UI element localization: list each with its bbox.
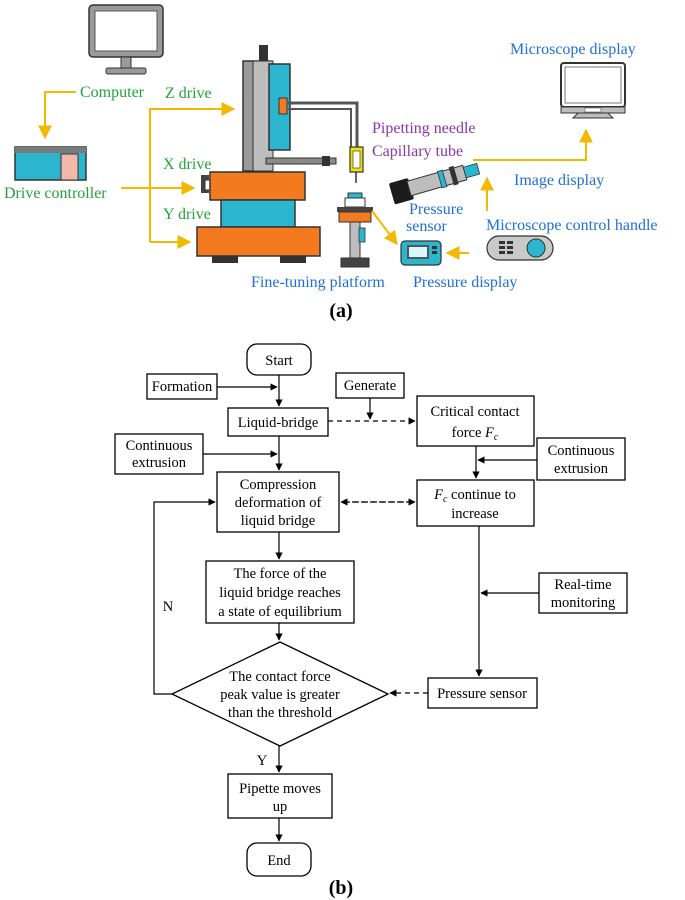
text-pressure-sensor: Pressure sensor [437, 686, 527, 702]
text-n-label: N [163, 599, 174, 615]
text-critical-line2: force Fc [452, 425, 499, 443]
text-fc-line1: Fc continue to [433, 487, 516, 505]
label-pressure-sensor-2: sensor [406, 218, 448, 235]
label-computer: Computer [80, 84, 145, 101]
label-y-drive: Y drive [163, 206, 211, 223]
connection-arrows [38, 91, 593, 260]
node-equilibrium [205, 560, 355, 624]
microscope-display-icon [560, 62, 626, 119]
text-critical-line1: Critical contact [431, 404, 520, 420]
text-decision-3: than the threshold [228, 705, 333, 721]
drive-controller-icon [14, 146, 87, 181]
text-equilibrium-1: The force of the [234, 566, 327, 582]
text-pipette-2: up [273, 799, 288, 815]
text-decision-1: The contact force [229, 669, 330, 685]
node-continuous-right [536, 437, 626, 481]
arrow-computer-to-controller [38, 91, 76, 140]
text-realtime-1: Real-time [554, 577, 611, 593]
arrow-image-to-display [473, 128, 593, 161]
flow-arrows [153, 375, 539, 842]
text-realtime-2: monitoring [551, 595, 615, 611]
node-decision [170, 641, 390, 747]
text-generate: Generate [344, 378, 396, 394]
text-continuous-left-2: extrusion [132, 455, 187, 471]
node-liquid-bridge [227, 407, 329, 437]
text-liquid-bridge: Liquid-bridge [238, 415, 319, 431]
label-microscope-control-handle: Microscope control handle [486, 217, 658, 234]
label-pipetting-needle: Pipetting needle [372, 120, 476, 137]
caption-a: (a) [329, 300, 352, 322]
microscope-icon [389, 162, 481, 205]
node-end [246, 842, 312, 877]
node-critical-force [416, 395, 535, 447]
pressure-display-icon [400, 240, 442, 266]
text-equilibrium-2: liquid bridge reaches [219, 585, 341, 601]
arrow-sensor-to-display [371, 210, 398, 246]
label-fine-tuning-platform: Fine-tuning platform [251, 274, 385, 291]
text-fc-line2: increase [451, 506, 499, 522]
node-pipette-up [227, 773, 333, 819]
pipetting-needle-icon [349, 146, 364, 183]
text-continuous-left-1: Continuous [126, 438, 193, 454]
text-equilibrium-3: a state of equilibrium [218, 604, 342, 620]
fine-tuning-platform-icon [337, 192, 373, 268]
node-formation [146, 373, 218, 400]
node-compression [216, 471, 340, 533]
text-continuous-right-1: Continuous [548, 443, 615, 459]
node-fc-increase [416, 479, 535, 527]
text-end: End [267, 853, 291, 869]
label-pressure-display: Pressure display [413, 274, 517, 291]
flowchart: Start Formation Generate Liquid-bridge C… [114, 343, 628, 899]
text-decision-2: peak value is greater [220, 687, 340, 703]
caption-b: (b) [329, 877, 353, 899]
text-formation: Formation [152, 379, 213, 395]
text-continuous-right-2: extrusion [554, 461, 609, 477]
microscope-control-handle-icon [486, 235, 554, 261]
label-image-display: Image display [514, 172, 604, 189]
label-z-drive: Z drive [165, 85, 212, 102]
arrow-to-z [149, 102, 236, 242]
text-y-label: Y [257, 753, 268, 769]
computer-icon [88, 4, 164, 75]
apparatus-diagram: Computer Drive controller Z drive X driv… [4, 4, 658, 322]
node-generate [335, 372, 405, 399]
label-pressure-sensor-1: Pressure [409, 201, 463, 218]
text-start: Start [265, 353, 292, 369]
node-realtime [538, 572, 628, 614]
text-pipette-1: Pipette moves [239, 781, 321, 797]
label-x-drive: X drive [163, 156, 211, 173]
text-compression-3: liquid bridge [241, 513, 316, 529]
label-drive-controller: Drive controller [4, 185, 107, 202]
flow-dashed-arrows [328, 417, 428, 697]
text-compression-2: deformation of [235, 495, 322, 511]
label-capillary-tube: Capillary tube [372, 143, 463, 160]
z-drive-stage [242, 45, 359, 172]
text-compression-1: Compression [240, 477, 317, 493]
xy-drive-stage [196, 171, 321, 263]
label-microscope-display: Microscope display [510, 41, 636, 58]
